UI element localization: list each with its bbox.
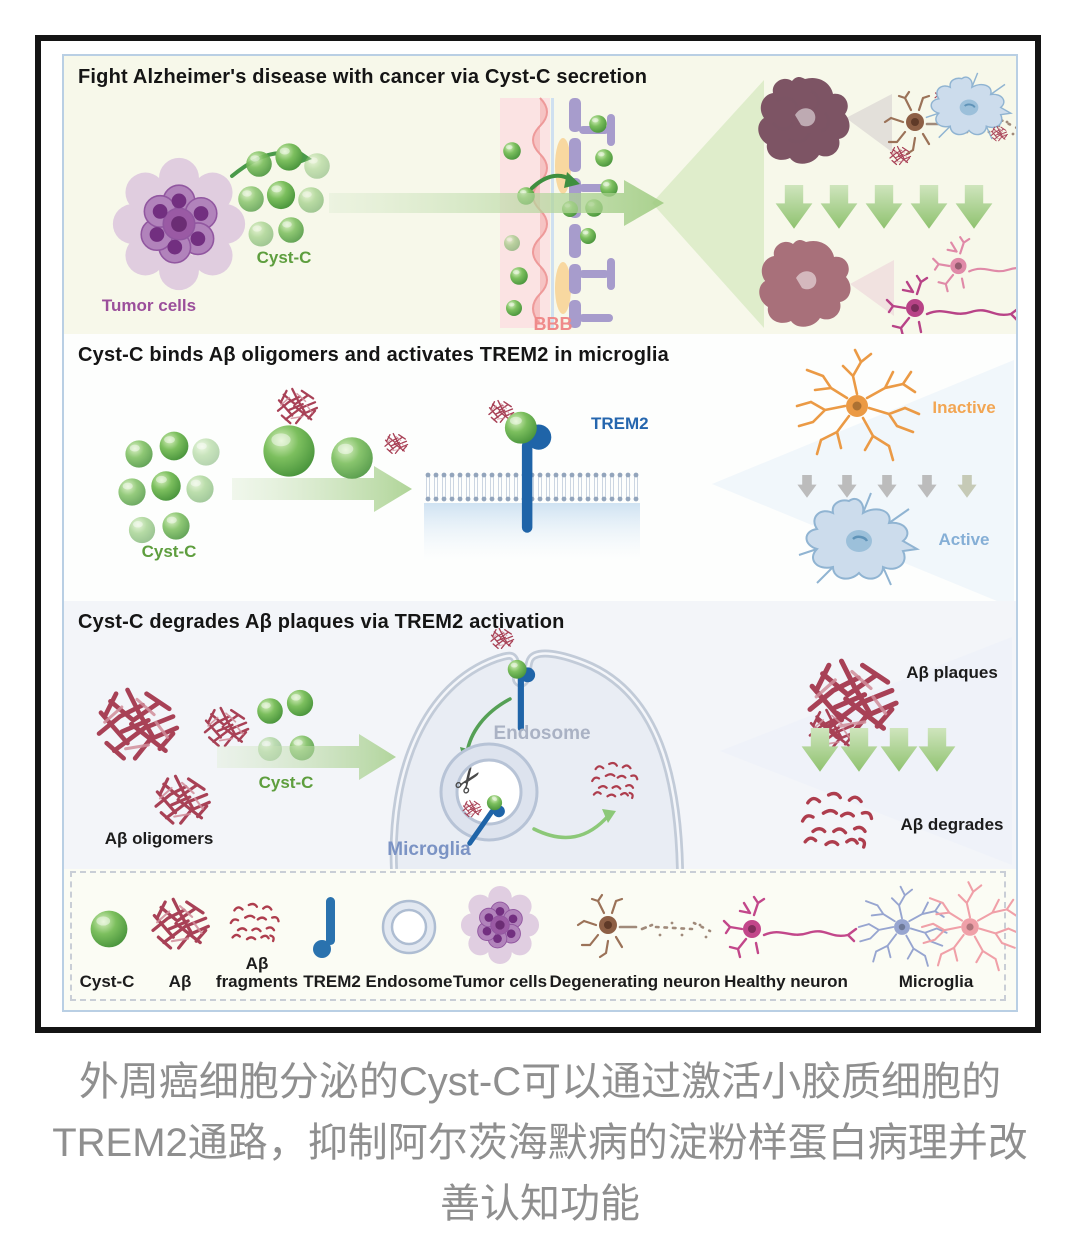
ab-on-trem2 — [488, 399, 515, 423]
legend-label-ab: Aβ — [168, 972, 192, 991]
cyst-c-spheres — [257, 689, 315, 761]
degradation-arrows — [801, 728, 956, 772]
internalization-arrowhead — [460, 747, 476, 763]
microglia-cell-illustration — [389, 649, 684, 869]
bbb-crossing-arrow — [530, 173, 573, 190]
healthy-neuron-illustration — [885, 274, 1016, 334]
legend-label-healthy-neuron: Healthy neuron — [724, 972, 848, 991]
ab-plaques-illustration — [810, 661, 896, 752]
cell-membrane-illustration — [424, 469, 640, 503]
cyst-c-bound-ab-oligomers — [263, 387, 409, 479]
released-fragments — [591, 761, 639, 800]
trem2-label: TREM2 — [591, 414, 649, 433]
graphical-abstract-frame: Fight Alzheimer's disease with cancer vi… — [35, 35, 1041, 1033]
active-microglia-illustration — [797, 491, 919, 587]
inactive-label: Inactive — [932, 398, 996, 417]
ab-degrades-label: Aβ degrades — [900, 815, 1004, 834]
tumor-cells-label: Tumor cells — [101, 296, 197, 315]
legend-label-endosome: Endosome — [365, 972, 453, 991]
ab-plaque-bit — [990, 125, 1008, 142]
panel2-artwork — [118, 348, 1014, 601]
cyst-c-cluster — [118, 431, 220, 544]
panel1-artwork — [112, 71, 1016, 334]
ab-degraded-fragments — [800, 791, 874, 849]
cell-interior-gradient — [424, 503, 640, 561]
healthy-neuron-illustration-2 — [932, 236, 1016, 293]
secretion-to-brain-arrow — [329, 180, 664, 226]
gray-funnel-shape — [846, 94, 892, 152]
microglia-label: Microglia — [387, 839, 471, 860]
legend-label-trem2: TREM2 — [303, 972, 361, 991]
activation-arrows — [797, 475, 977, 498]
panel-cyst-c-secretion: Fight Alzheimer's disease with cancer vi… — [64, 56, 1016, 334]
tumor-cells-illustration — [112, 157, 246, 291]
trem2-receptor-illustration — [505, 412, 551, 533]
secretion-arrow — [230, 151, 300, 178]
panel1-title: Fight Alzheimer's disease with cancer vi… — [78, 66, 648, 88]
panel-ab-degradation: ✂ Cyst-C degrades Aβ plaques via TREM2 a… — [64, 601, 1016, 869]
panel3-cyst-c-label: Cyst-C — [258, 773, 314, 792]
binding-arrow — [232, 466, 412, 512]
surface-trem2-receptor — [508, 660, 535, 731]
improvement-arrows — [775, 185, 993, 229]
diseased-brain-illustration — [756, 75, 852, 166]
caption-line-2: TREM2通路，抑制阿尔茨海默病的淀粉样蛋白病理并改 — [52, 1121, 1028, 1165]
bbb-label: BBB — [533, 314, 573, 334]
microglia-with-plaques-illustration — [924, 71, 1012, 141]
scissors-icon: ✂ — [445, 758, 492, 803]
ab-oligomers-illustration — [99, 690, 250, 825]
ab-oligomers-label: Aβ oligomers — [104, 829, 214, 848]
ab-in-endosome — [462, 799, 482, 818]
healthier-brain-illustration — [757, 238, 853, 329]
bbb-crossing-arrowhead — [564, 172, 580, 188]
panel-trem2-activation: Cyst-C binds Aβ oligomers and activates … — [64, 334, 1016, 601]
legend-label-ab-fragments: Aβ fragments — [215, 954, 299, 991]
cyst-c-crossing-bbb — [503, 115, 618, 316]
pink-funnel-shape — [850, 260, 894, 316]
endosome-label: Endosome — [493, 723, 591, 744]
caption-line-1: 外周癌细胞分泌的Cyst-C可以通过激活小胶质细胞的 — [78, 1060, 1002, 1104]
inactive-microglia-illustration — [795, 348, 921, 462]
figure-inner-box: Fight Alzheimer's disease with cancer vi… — [62, 54, 1018, 1012]
endosome-illustration — [439, 742, 539, 842]
cyst-c-cluster — [238, 143, 330, 247]
panel2-cyst-c-label: Cyst-C — [141, 542, 197, 561]
legend-label-cyst-c: Cyst-C — [79, 972, 135, 991]
ab-plaques-label: Aβ plaques — [906, 663, 998, 682]
figure-caption: 外周癌细胞分泌的Cyst-C可以通过激活小胶质细胞的 TREM2通路，抑制阿尔茨… — [0, 1052, 1080, 1235]
release-arrow — [532, 813, 611, 840]
ab-plaque-bit — [889, 145, 912, 166]
legend-label-microglia: Microglia — [898, 972, 974, 991]
green-funnel-shape — [652, 80, 764, 328]
release-arrowhead — [602, 809, 616, 823]
caption-line-3: 善认知功能 — [440, 1182, 640, 1226]
secretion-arrowhead — [294, 148, 312, 166]
blood-brain-barrier-illustration — [500, 97, 615, 328]
blue-wedge-shape — [712, 360, 1014, 601]
panel1-cyst-c-label: Cyst-C — [256, 248, 312, 267]
legend-label-tumor-cells: Tumor cells — [452, 972, 548, 991]
ab-plaque-bit — [934, 86, 954, 105]
panel3-title: Cyst-C degrades Aβ plaques via TREM2 act… — [78, 611, 565, 633]
degenerating-neuron-illustration — [883, 90, 1016, 156]
legend-label-degenerating-neuron: Degenerating neuron — [549, 972, 721, 991]
panel2-title: Cyst-C binds Aβ oligomers and activates … — [78, 344, 669, 366]
active-label: Active — [938, 530, 990, 549]
legend: Cyst-C Aβ Aβ fragments TREM2 Endosome Tu… — [64, 869, 1016, 1010]
